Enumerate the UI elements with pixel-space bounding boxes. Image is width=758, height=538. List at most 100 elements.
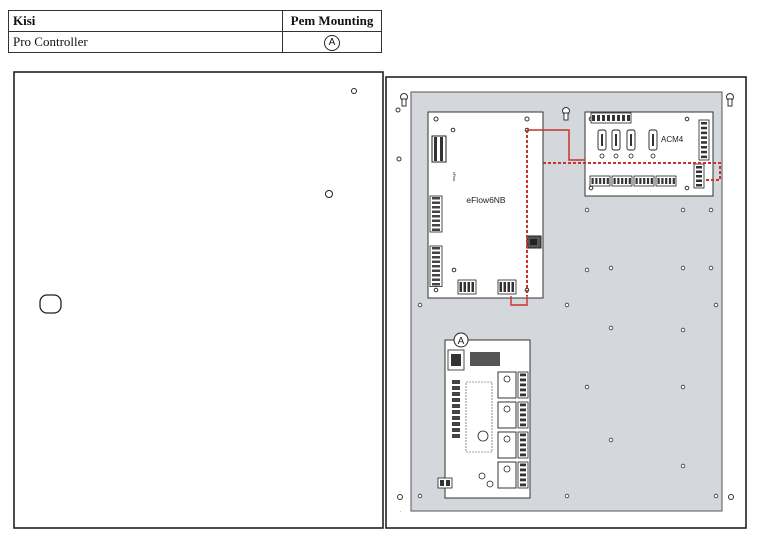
relay-core <box>652 134 654 146</box>
door-lock <box>39 294 62 314</box>
input-pin <box>452 410 460 414</box>
terminal-pin <box>592 115 595 121</box>
terminal-pin <box>597 115 600 121</box>
pro-controller-board <box>437 339 531 499</box>
terminal-pin <box>520 413 526 417</box>
terminal-screw <box>432 278 440 281</box>
svg-text:eFlow: eFlow <box>452 172 456 182</box>
terminal-pin <box>639 178 642 184</box>
terminal-pin <box>617 115 620 121</box>
terminal-pin <box>701 150 707 154</box>
mounting-table: Kisi Pem Mounting Pro Controller A <box>8 10 382 53</box>
terminal-pin <box>657 178 660 184</box>
terminal-pin <box>696 179 702 182</box>
terminal-screw <box>432 210 440 213</box>
callout-a-badge: A <box>324 35 340 51</box>
relay-core <box>601 134 603 146</box>
terminal-pin <box>520 373 526 377</box>
terminal-pin <box>646 178 650 184</box>
terminal-screw <box>432 228 440 231</box>
terminal-pin <box>520 478 526 482</box>
terminal-pin <box>463 282 466 292</box>
terminal-pin <box>661 178 664 184</box>
terminal-pin <box>520 468 526 472</box>
terminal-pin <box>520 433 526 437</box>
terminal-pin <box>607 115 610 121</box>
relay-core <box>615 134 617 146</box>
power-connector <box>437 477 453 489</box>
terminal-pin <box>507 282 510 292</box>
terminal-pin <box>459 282 462 292</box>
terminal-pin <box>701 155 707 159</box>
terminal-screw <box>432 269 440 272</box>
terminal-screw <box>432 206 440 209</box>
input-pin <box>452 380 460 384</box>
capacitor <box>477 430 489 442</box>
terminal-pin <box>612 115 615 121</box>
input-pin <box>452 386 460 390</box>
terminal-pin <box>696 170 702 173</box>
terminal-pin <box>511 282 514 292</box>
terminal-pin <box>672 178 675 184</box>
terminal-screw <box>432 256 440 259</box>
terminal-pin <box>520 418 526 422</box>
capacitor <box>478 472 486 480</box>
terminal-pin <box>520 403 526 407</box>
eflow-label: eFlow6NB <box>466 195 506 205</box>
terminal-pin <box>591 178 594 184</box>
input-pin <box>452 398 460 402</box>
input-pin <box>452 422 460 426</box>
panel-holes <box>417 207 719 499</box>
terminal-pin <box>696 184 702 187</box>
terminal-pin <box>520 443 526 447</box>
input-pin <box>452 434 460 438</box>
relay-coil <box>503 435 511 443</box>
terminal-pin <box>696 175 702 178</box>
terminal-pin <box>520 453 526 457</box>
led <box>613 153 619 159</box>
terminal-pin <box>643 178 646 184</box>
acm4-label: ACM4 <box>661 135 684 144</box>
terminal-pin <box>520 463 526 467</box>
terminal-pin <box>520 448 526 452</box>
chip <box>470 352 500 366</box>
terminal-pin <box>520 483 526 487</box>
relay-coil <box>503 375 511 383</box>
terminal-pin <box>446 480 450 486</box>
cell-mounting: A <box>282 31 382 53</box>
callout-a-label: A <box>458 336 465 347</box>
terminal-pin <box>665 178 668 184</box>
terminal-pin <box>595 178 598 184</box>
relay <box>497 401 517 429</box>
terminal-pin <box>627 115 630 121</box>
input-pin <box>452 404 460 408</box>
terminal-pin <box>606 178 609 184</box>
enclosure-door <box>13 71 384 529</box>
terminal-pin <box>617 178 620 184</box>
terminal-pin <box>520 388 526 392</box>
terminal-screw <box>432 201 440 204</box>
terminal-screw <box>432 265 440 268</box>
terminal-pin <box>701 136 707 139</box>
terminal-pin <box>520 473 526 477</box>
terminal-screw <box>432 251 440 254</box>
input-pin <box>452 416 460 420</box>
terminal-pin <box>520 383 526 387</box>
terminal-pin <box>701 126 707 130</box>
relay-core <box>630 134 632 146</box>
terminal-pin <box>668 178 672 184</box>
port-jack <box>451 354 461 366</box>
terminal-pin <box>471 282 474 292</box>
terminal-pin <box>650 178 653 184</box>
relay <box>497 371 517 399</box>
terminal-pin <box>467 282 470 292</box>
terminal-screw <box>432 197 440 200</box>
eflow-power-supply-board: eFlow eFlow6NB <box>427 111 544 299</box>
svg-text:.: . <box>400 508 401 514</box>
terminal-screw <box>432 260 440 263</box>
terminal-pin <box>499 282 502 292</box>
relay-coil <box>503 405 511 413</box>
terminal-pin <box>635 178 638 184</box>
terminal-pin <box>621 178 624 184</box>
terminal-screw <box>432 224 440 227</box>
